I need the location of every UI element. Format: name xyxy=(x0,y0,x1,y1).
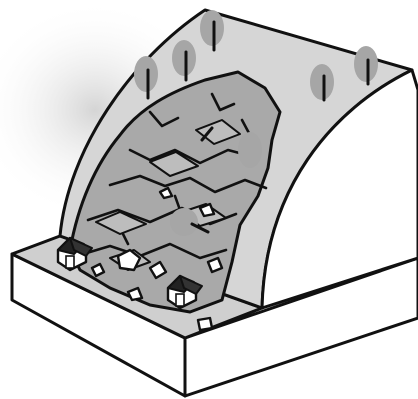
boulder xyxy=(92,264,104,276)
boulder xyxy=(198,318,212,330)
boulder xyxy=(208,258,222,272)
tree-icon xyxy=(310,64,334,100)
